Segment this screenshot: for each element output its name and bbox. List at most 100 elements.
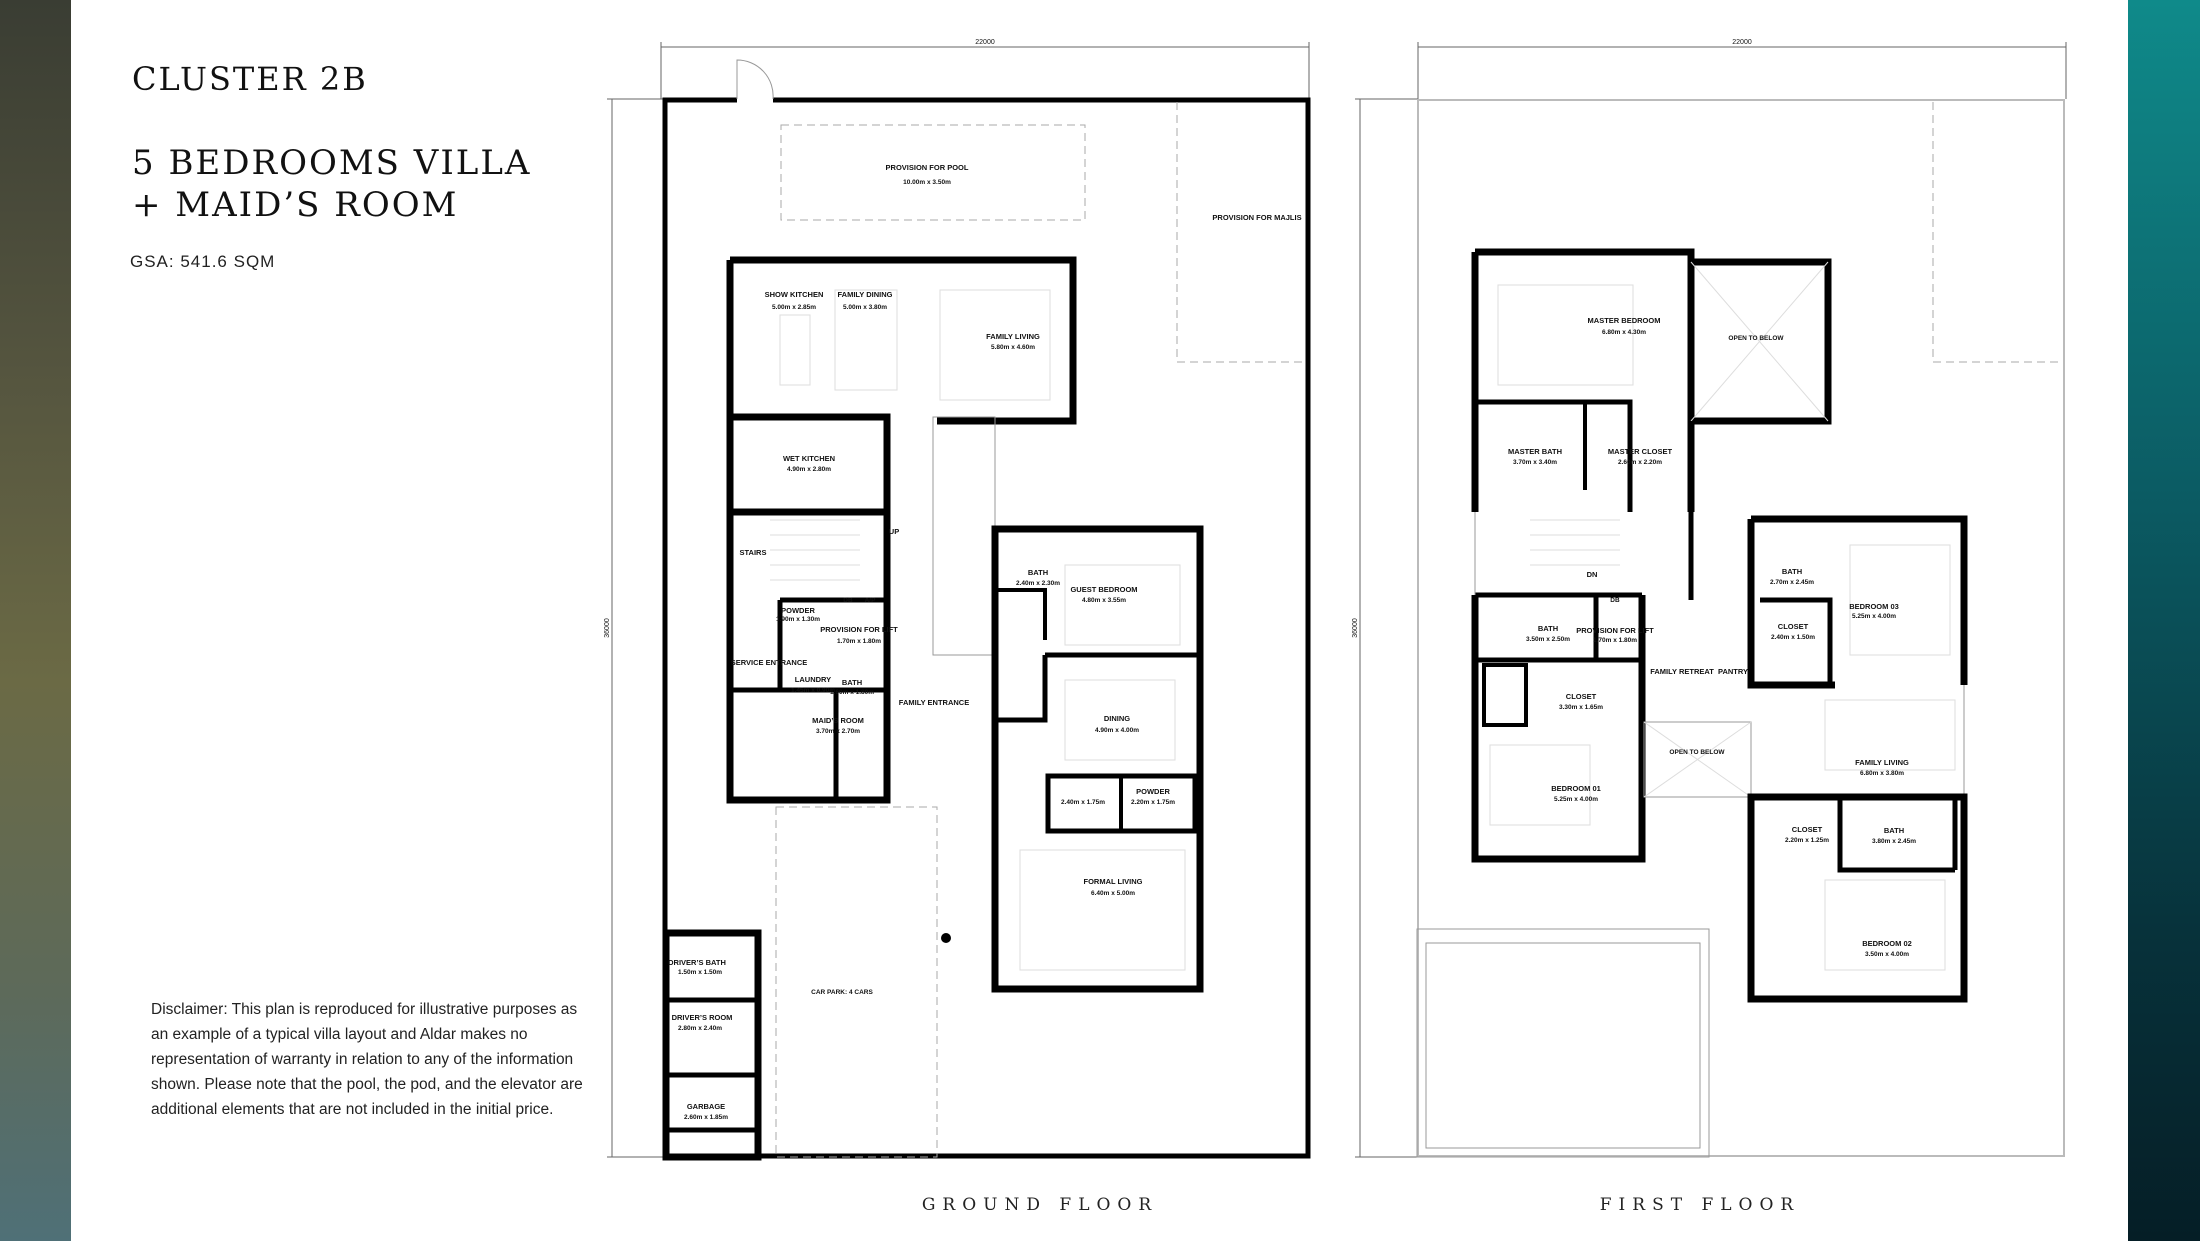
room-label: PROVISION FOR LIFT — [820, 625, 898, 634]
stair-down-marker: DN — [1587, 570, 1598, 579]
room-label: WET KITCHEN — [783, 454, 835, 463]
room-label: PANTRY — [1718, 667, 1748, 676]
room-label: BATH — [842, 678, 862, 687]
ground-depth-dimension: 36000 — [604, 618, 611, 638]
room-label: FAMILY RETREAT — [1650, 667, 1714, 676]
room-label: SHOW KITCHEN — [765, 290, 824, 299]
room-size: 5.80m x 4.60m — [991, 344, 1035, 351]
room-size: 3.30m x 1.65m — [1559, 704, 1603, 711]
room-size: 10.00m x 3.50m — [903, 179, 951, 186]
room-label: DINING — [1104, 714, 1130, 723]
room-label: OPEN TO BELOW — [1728, 335, 1784, 342]
room-size: 1.60m x 1.80m — [830, 689, 874, 696]
room-label: PROVISION FOR MAJLIS — [1212, 213, 1301, 222]
room-label: CLOSET — [1792, 825, 1823, 834]
room-size: 2.40m x 2.30m — [1016, 580, 1060, 587]
villa-type-line1: 5 BEDROOMS VILLA — [132, 143, 532, 183]
db-marker: DB — [843, 597, 853, 604]
first-depth-dimension: 36000 — [1352, 618, 1359, 638]
ground-width-dimension: 22000 — [975, 39, 995, 46]
bedroom02-walls — [1747, 793, 1968, 1003]
room-label: DRIVER’S ROOM — [672, 1013, 733, 1022]
ground-floor-plan: 22000 36000 PROVISION FOR POOL 10.00m x … — [604, 39, 1311, 1161]
room-size: 1.50m x 1.50m — [678, 969, 722, 976]
room-label: POWDER — [1136, 787, 1170, 796]
room-size: 4.90m x 2.80m — [787, 466, 831, 473]
room-label: LAUNDRY — [795, 675, 831, 684]
car-park-area — [775, 806, 938, 1158]
room-label: BEDROOM 03 — [1849, 602, 1899, 611]
room-size: 2.70m x 2.45m — [1770, 579, 1814, 586]
room-label: FORMAL LIVING — [1083, 877, 1142, 886]
room-size: 1.90m x 1.30m — [776, 616, 820, 623]
ap-marker: A/P — [865, 597, 877, 604]
left-decorative-strip — [0, 0, 71, 1241]
driver-block-walls — [662, 929, 762, 1161]
majlis-roof-outline — [1932, 102, 2063, 363]
pool-provision-area — [780, 124, 1086, 221]
room-label: MAID’S ROOM — [812, 716, 864, 725]
villa-type-title: 5 BEDROOMS VILLA + MAID’S ROOM — [132, 142, 531, 226]
right-decorative-strip — [2128, 0, 2200, 1241]
bedroom03-walls — [1747, 515, 1968, 689]
room-label: FAMILY DINING — [837, 290, 892, 299]
room-size: 6.80m x 3.80m — [1860, 770, 1904, 777]
first-width-dimension: 22000 — [1732, 39, 1752, 46]
room-label: FAMILY LIVING — [986, 332, 1040, 341]
room-size: 3.70m x 3.40m — [1513, 459, 1557, 466]
reception-block-walls — [991, 525, 1204, 993]
room-size: 3.50m x 4.00m — [1865, 951, 1909, 958]
room-label: BATH — [1782, 567, 1802, 576]
room-size: 2.20m x 1.75m — [1131, 799, 1175, 806]
room-label: MASTER BATH — [1508, 447, 1562, 456]
room-size: 2.20m x 1.25m — [1785, 837, 1829, 844]
room-label: BATH — [1028, 568, 1048, 577]
room-label: DRIVER’S BATH — [668, 958, 726, 967]
room-size: 5.25m x 4.00m — [1852, 613, 1896, 620]
room-label: GARBAGE — [687, 1102, 725, 1111]
room-label: FAMILY LIVING — [1855, 758, 1909, 767]
room-label: BATH — [1884, 826, 1904, 835]
room-label: CLOSET — [1778, 622, 1809, 631]
open-to-below-upper — [1687, 258, 1832, 425]
first-floor-label: FIRST FLOOR — [1599, 1195, 1801, 1215]
room-size: 6.80m x 4.30m — [1602, 329, 1646, 336]
room-size: 6.40m x 5.00m — [1091, 890, 1135, 897]
db-marker: DB — [1610, 597, 1620, 604]
room-size: 3.50m x 2.50m — [1526, 636, 1570, 643]
stair-up-marker: UP — [889, 527, 899, 536]
room-label: POWDER — [781, 606, 815, 615]
room-label: PROVISION FOR POOL — [886, 163, 969, 172]
gate-door-swing — [736, 59, 774, 100]
disclaimer-text: Disclaimer: This plan is reproduced for … — [151, 1001, 583, 1118]
villa-type-line2: + MAID’S ROOM — [132, 185, 459, 225]
first-floor-plan: 22000 36000 MASTER BEDROOM 6.80m x 4.30m… — [1352, 39, 2067, 1158]
room-size: 4.90m x 4.00m — [1095, 727, 1139, 734]
gsa-area: GSA: 541.6 SQM — [130, 252, 276, 271]
room-label: MASTER CLOSET — [1608, 447, 1673, 456]
ground-floor-label: GROUND FLOOR — [921, 1195, 1159, 1215]
room-label: SERVICE ENTRANCE — [731, 658, 808, 667]
room-label: BEDROOM 02 — [1862, 939, 1912, 948]
room-size: 2.60m x 1.85m — [684, 1114, 728, 1121]
room-label: BEDROOM 01 — [1551, 784, 1601, 793]
room-size: 5.00m x 2.85m — [772, 304, 816, 311]
room-size: 4.80m x 3.55m — [1082, 597, 1126, 604]
room-size: 2.40m x 1.50m — [1771, 634, 1815, 641]
room-label: CAR PARK: 4 CARS — [811, 989, 873, 996]
room-size: 2.40m x 1.75m — [1061, 799, 1105, 806]
open-to-below-lower — [1643, 721, 1752, 798]
room-label: GUEST BEDROOM — [1070, 585, 1137, 594]
room-size: 1.70m x 1.80m — [837, 638, 881, 645]
room-size: 3.70m x 2.70m — [816, 728, 860, 735]
column-marker — [941, 933, 951, 943]
first-plot-boundary — [1417, 99, 2065, 1157]
room-size: 3.80m x 2.45m — [1872, 838, 1916, 845]
room-label: OPEN TO BELOW — [1669, 749, 1725, 756]
room-size: 5.00m x 3.80m — [843, 304, 887, 311]
room-size: 1.45m x 0.90m — [791, 687, 835, 694]
room-label: MASTER BEDROOM — [1588, 316, 1661, 325]
room-label: STAIRS — [740, 548, 767, 557]
room-size: 5.25m x 4.00m — [1554, 796, 1598, 803]
